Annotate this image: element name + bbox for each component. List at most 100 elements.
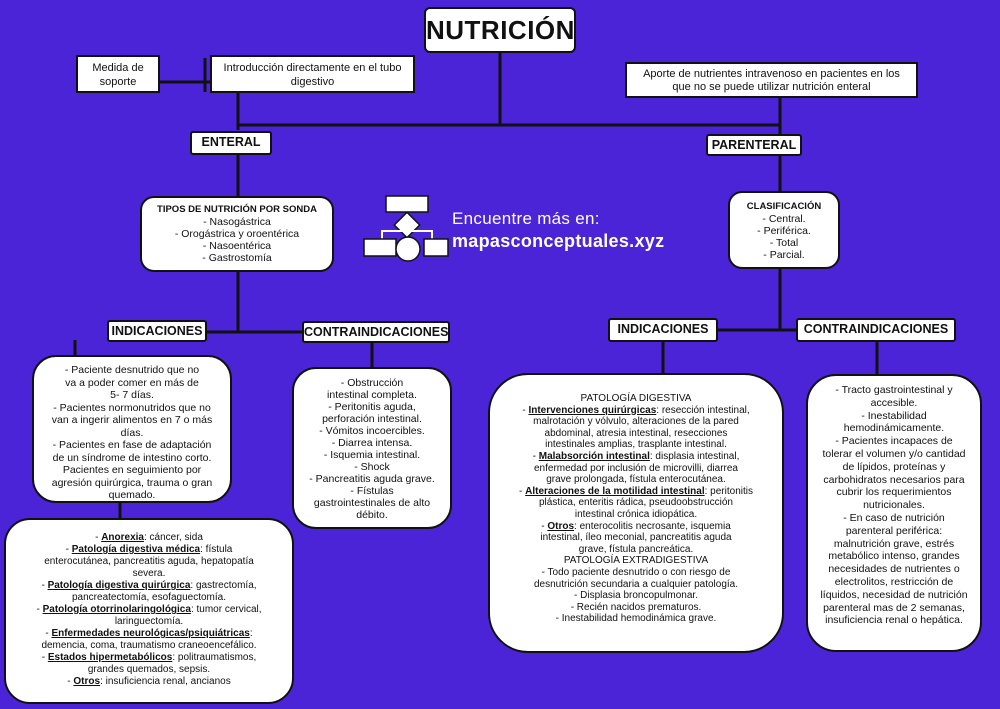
contraindication-line: accesible. bbox=[870, 396, 918, 409]
promo-text: Encuentre más en: mapasconceptuales.xyz bbox=[452, 209, 664, 252]
enteral-contraindications-box: - Obstrucción intestinal completa. - Per… bbox=[292, 367, 452, 529]
indication-line: grave, fístula pancreática. bbox=[578, 543, 694, 555]
classification-item: - Periférica. bbox=[757, 225, 811, 237]
indication-line: días. bbox=[120, 426, 144, 439]
indication-line: - Alteraciones de la motilidad intestina… bbox=[519, 485, 753, 497]
contraindication-line: malnutrición grave, estrés bbox=[833, 537, 955, 550]
contraindication-line: - Obstrucción bbox=[340, 377, 404, 389]
contraindication-line: - Vómitos incoercibles. bbox=[319, 425, 425, 437]
indication-line: quemado. bbox=[108, 489, 156, 501]
contraindication-line: - Pacientes incapaces de bbox=[835, 435, 953, 448]
contraindication-line: - Pancreatitis aguda grave. bbox=[309, 473, 435, 485]
contraindication-line: necesidades de nutrientes o bbox=[828, 563, 960, 576]
feeding-tube-type: - Gastrostomía bbox=[202, 252, 272, 264]
indication-line: - Paciente desnutrido que no bbox=[64, 364, 200, 376]
contraindication-line: - Inestabilidad bbox=[861, 409, 927, 422]
classification-heading: CLASIFICACIÓN bbox=[746, 201, 822, 212]
indication-line: - Displasia broncopulmonar. bbox=[574, 590, 698, 602]
indication-line: van a ingerir alimentos en 7 o más bbox=[51, 414, 213, 426]
indication-line: grandes quemados, sepsis. bbox=[87, 664, 211, 675]
indication-line: abdominal, atresia intestinal, reseccion… bbox=[544, 427, 728, 439]
indication-line: - Intervenciones quirúrgicas: resección … bbox=[522, 404, 750, 416]
classification-item: - Central. bbox=[762, 213, 806, 225]
enteral-def-support: Medida de soporte bbox=[76, 55, 160, 93]
feeding-tube-type: - Orogástrica y oroentérica bbox=[174, 228, 300, 240]
indication-line: malrotación y vólvulo, alteraciones de l… bbox=[533, 416, 739, 428]
indication-line: - Patología digestiva quirúrgica: gastre… bbox=[41, 580, 257, 591]
indication-line: de un síndrome de intestino corto. bbox=[52, 451, 212, 464]
contraindication-line: tolerar el volumen y/o cantidad bbox=[822, 447, 966, 460]
contraindication-line: nutricionales. bbox=[863, 499, 925, 512]
parenteral-def: Aporte de nutrientes intravenoso en paci… bbox=[625, 62, 918, 98]
contraindication-line: gastrointestinales de alto bbox=[313, 497, 431, 509]
indication-line: - Pacientes normonutridos que no bbox=[53, 401, 211, 414]
indication-line: - Estados hipermetabólicos: politraumati… bbox=[41, 652, 257, 663]
indication-line: severa. bbox=[132, 568, 166, 579]
promo-line-1: Encuentre más en: bbox=[452, 209, 600, 228]
parenteral-contraindications-box: - Tracto gastrointestinal y accesible. -… bbox=[806, 374, 982, 652]
classification-box: CLASIFICACIÓN - Central. - Periférica. -… bbox=[728, 191, 840, 269]
contraindication-line: - Shock bbox=[354, 461, 390, 473]
parenteral-contraindications-label: CONTRAINDICACIONES bbox=[796, 318, 956, 342]
contraindication-line: carbohidratos necesarios para bbox=[823, 473, 965, 486]
feeding-tube-types-heading: TIPOS DE NUTRICIÓN POR SONDA bbox=[157, 204, 317, 215]
indication-line: desnutrición secundaria a cualquier pato… bbox=[533, 578, 739, 590]
indication-line: - Pacientes en fase de adaptación bbox=[52, 439, 212, 451]
enteral-contraindications-label: CONTRAINDICACIONES bbox=[302, 321, 450, 343]
indication-line: enfermedad por inclusión de microvilli, … bbox=[534, 462, 738, 474]
contraindication-line: - En caso de nutrición bbox=[843, 511, 945, 524]
contraindication-line: cubrir los requerimientos bbox=[836, 486, 952, 499]
indication-line: va a poder comer en más de bbox=[65, 376, 199, 389]
parenteral-indications-label: INDICACIONES bbox=[608, 318, 718, 342]
indication-line: agresión quirúrgica, trauma o gran bbox=[51, 476, 213, 489]
classification-item: - Total bbox=[769, 237, 799, 249]
contraindication-line: perforación intestinal. bbox=[322, 413, 422, 425]
indication-line: - Anorexia: cáncer, sida bbox=[95, 532, 203, 543]
indication-line: PATOLOGÍA EXTRADIGESTIVA bbox=[563, 555, 709, 567]
indication-line: PATOLOGÍA DIGESTIVA bbox=[580, 393, 692, 404]
indication-line: - Otros: enterocolitis necrosante, isque… bbox=[541, 520, 731, 532]
indication-line: - Patología digestiva médica: fístula bbox=[65, 544, 233, 555]
feeding-tube-types: TIPOS DE NUTRICIÓN POR SONDA - Nasogástr… bbox=[140, 196, 334, 272]
indication-line: 5- 7 días. bbox=[110, 389, 154, 401]
contraindication-line: líquidos, necesidad de nutrición bbox=[820, 588, 968, 601]
enteral-indications-box-2: - Anorexia: cáncer, sida - Patología dig… bbox=[4, 518, 294, 704]
indication-line: enterocutánea, pancreatitis aguda, hepat… bbox=[44, 556, 254, 567]
contraindication-line: - Diarrea intensa. bbox=[331, 437, 413, 449]
contraindication-line: insuficiencia renal o hepática. bbox=[825, 614, 963, 627]
enteral-indications-box-1: - Paciente desnutrido que no va a poder … bbox=[32, 355, 232, 503]
indication-line: - Enfermedades neurológicas/psiquiátrica… bbox=[45, 628, 253, 639]
enteral-label: ENTERAL bbox=[190, 131, 272, 155]
indication-line: - Todo paciente desnutrido o con riesgo … bbox=[541, 566, 731, 578]
contraindication-line: intestinal completa. bbox=[327, 389, 417, 401]
enteral-def-tube: Introducción directamente en el tubo dig… bbox=[210, 55, 415, 93]
main-title: NUTRICIÓN bbox=[424, 7, 576, 53]
promo-link[interactable]: mapasconceptuales.xyz bbox=[452, 231, 665, 251]
enteral-indications-label: INDICACIONES bbox=[107, 320, 207, 342]
indication-line: - Recién nacidos prematuros. bbox=[570, 601, 702, 613]
indication-line: Pacientes en seguimiento por bbox=[62, 464, 202, 476]
feeding-tube-type: - Nasoentérica bbox=[202, 240, 272, 252]
indication-line: plástica, enteritis rádica, pseudoobstru… bbox=[539, 497, 733, 509]
indication-line: - Malabsorción intestinal: displasia int… bbox=[532, 450, 740, 462]
classification-item: - Parcial. bbox=[763, 249, 805, 261]
concept-map-logo-icon bbox=[363, 195, 449, 262]
indication-line: - Otros: insuficiencia renal, ancianos bbox=[67, 676, 231, 687]
contraindication-line: - Fístulas bbox=[350, 485, 394, 497]
indication-line: laringuectomía. bbox=[114, 616, 184, 627]
indication-line: demencia, coma, traumatismo craneoencefá… bbox=[41, 640, 257, 651]
contraindication-line: hemodinámicamente. bbox=[843, 422, 945, 435]
indication-line: pancreatectomía, esofaguectomía. bbox=[72, 592, 226, 603]
indication-line: - Patología otorrinolaringológica: tumor… bbox=[36, 604, 262, 615]
contraindication-line: - Isquemia intestinal. bbox=[323, 449, 421, 461]
parenteral-indications-box: PATOLOGÍA DIGESTIVA - Intervenciones qui… bbox=[488, 373, 784, 653]
indication-line: intestinal, íleo meconial, pancreatitis … bbox=[540, 532, 732, 544]
parenteral-label: PARENTERAL bbox=[706, 134, 802, 156]
indication-line: intestinal crónica idiopática. bbox=[574, 508, 698, 520]
contraindication-line: - Tracto gastrointestinal y bbox=[835, 384, 953, 396]
indication-line: grave prolongada, fístula enterocutánea. bbox=[546, 474, 726, 486]
contraindication-line: parenteral mas de 2 semanas, bbox=[823, 601, 965, 614]
contraindication-line: metabólico intenso, grandes bbox=[828, 550, 960, 563]
feeding-tube-type: - Nasogástrica bbox=[203, 216, 271, 228]
contraindication-line: electrolitos, restricción de bbox=[834, 575, 954, 588]
